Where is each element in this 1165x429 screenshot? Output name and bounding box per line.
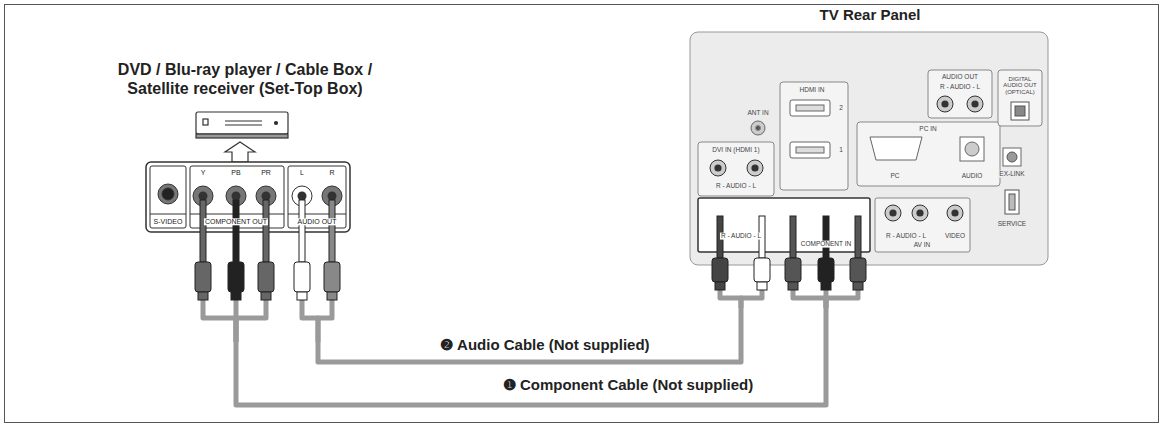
jack-label: VIDEO <box>944 233 966 240</box>
jack-label: PC IN <box>918 126 937 133</box>
cable-label: ❶ Component Cable (Not supplied) <box>499 376 758 394</box>
jack-label: HDMI IN <box>799 87 826 94</box>
jack-label: R - AUDIO - L <box>885 233 927 240</box>
jack-label: PR <box>260 169 272 176</box>
zoom-arrow <box>225 142 255 162</box>
jack-label: SERVICE <box>997 221 1027 228</box>
cable <box>236 308 826 405</box>
jack-label: R <box>328 169 335 176</box>
jack-label: COMPONENT OUT <box>204 218 268 225</box>
jack-label: AUDIO <box>961 173 984 180</box>
tv-panel <box>690 32 1048 265</box>
set-top-box-icon <box>196 112 288 138</box>
jack-label: Y <box>200 169 207 176</box>
cable-plugs <box>195 200 866 342</box>
jack-label: 2 <box>838 105 844 112</box>
jack-label: 1 <box>838 147 844 154</box>
jack-label: AUDIO OUT <box>941 74 979 81</box>
jack-label: AUDIO OUT <box>297 218 338 225</box>
jack-label: R - AUDIO - L <box>720 233 762 240</box>
jack-label: PB <box>230 169 241 176</box>
jack-label: ANT IN <box>746 110 769 117</box>
jack-label: S-VIDEO <box>153 218 184 225</box>
source-device: DVD / Blu-ray player / Cable Box / Satel… <box>80 60 410 342</box>
jack-panel <box>146 162 350 232</box>
jack-label: R - AUDIO - L <box>939 84 981 91</box>
device-heading: DVD / Blu-ray player / Cable Box / Satel… <box>85 60 405 98</box>
tv-jacks <box>710 96 983 221</box>
jack-label: EX-LINK <box>998 171 1025 178</box>
jack-label: COMPONENT IN <box>800 241 852 248</box>
jack-label: R - AUDIO - L <box>715 183 757 190</box>
jack-label: DVI IN (HDMI 1) <box>711 147 760 154</box>
tv-panel: TV Rear Panel <box>690 6 1050 308</box>
device-heading: TV Rear Panel <box>720 6 1020 24</box>
jack-label: PC <box>889 173 900 180</box>
jack-label: DIGITAL AUDIO OUT (OPTICAL) <box>999 76 1041 95</box>
jack-label: AV IN <box>913 242 932 249</box>
cable-label: ❷ Audio Cable (Not supplied) <box>436 336 653 354</box>
cable <box>318 308 741 362</box>
jack-label: L <box>299 169 305 176</box>
